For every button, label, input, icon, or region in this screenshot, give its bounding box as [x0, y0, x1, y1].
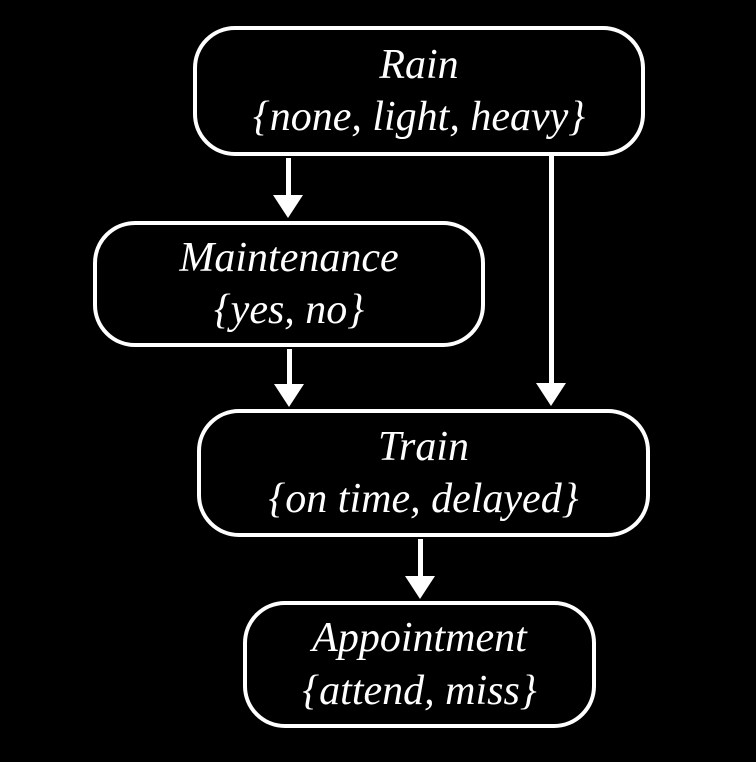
edge-rain-to-maintenance: [273, 158, 303, 218]
node-appointment: Appointment {attend, miss}: [243, 601, 596, 728]
edge-maintenance-to-train: [274, 349, 304, 407]
node-train-label: Train: [377, 423, 470, 470]
edge-maintenance-to-train-shaft: [286, 349, 292, 384]
edge-rain-to-train-shaft: [548, 156, 554, 383]
node-rain-domain: {none, light, heavy}: [252, 94, 586, 140]
arrow-down-icon: [273, 195, 303, 218]
arrow-down-icon: [274, 384, 304, 407]
node-maintenance-label: Maintenance: [179, 234, 399, 281]
node-maintenance-domain: {yes, no}: [213, 287, 365, 333]
node-train-domain: {on time, delayed}: [268, 476, 579, 522]
node-rain: Rain {none, light, heavy}: [193, 26, 645, 156]
node-train: Train {on time, delayed}: [197, 409, 650, 537]
node-appointment-domain: {attend, miss}: [302, 667, 537, 714]
edge-train-to-appointment-shaft: [417, 539, 423, 576]
arrow-down-icon: [405, 576, 435, 599]
edge-train-to-appointment: [405, 539, 435, 599]
node-appointment-label: Appointment: [312, 615, 527, 661]
arrow-down-icon: [536, 383, 566, 406]
edge-rain-to-train: [536, 156, 566, 406]
edge-rain-to-maintenance-shaft: [285, 158, 291, 195]
node-rain-label: Rain: [379, 41, 459, 88]
node-maintenance: Maintenance {yes, no}: [93, 221, 485, 347]
